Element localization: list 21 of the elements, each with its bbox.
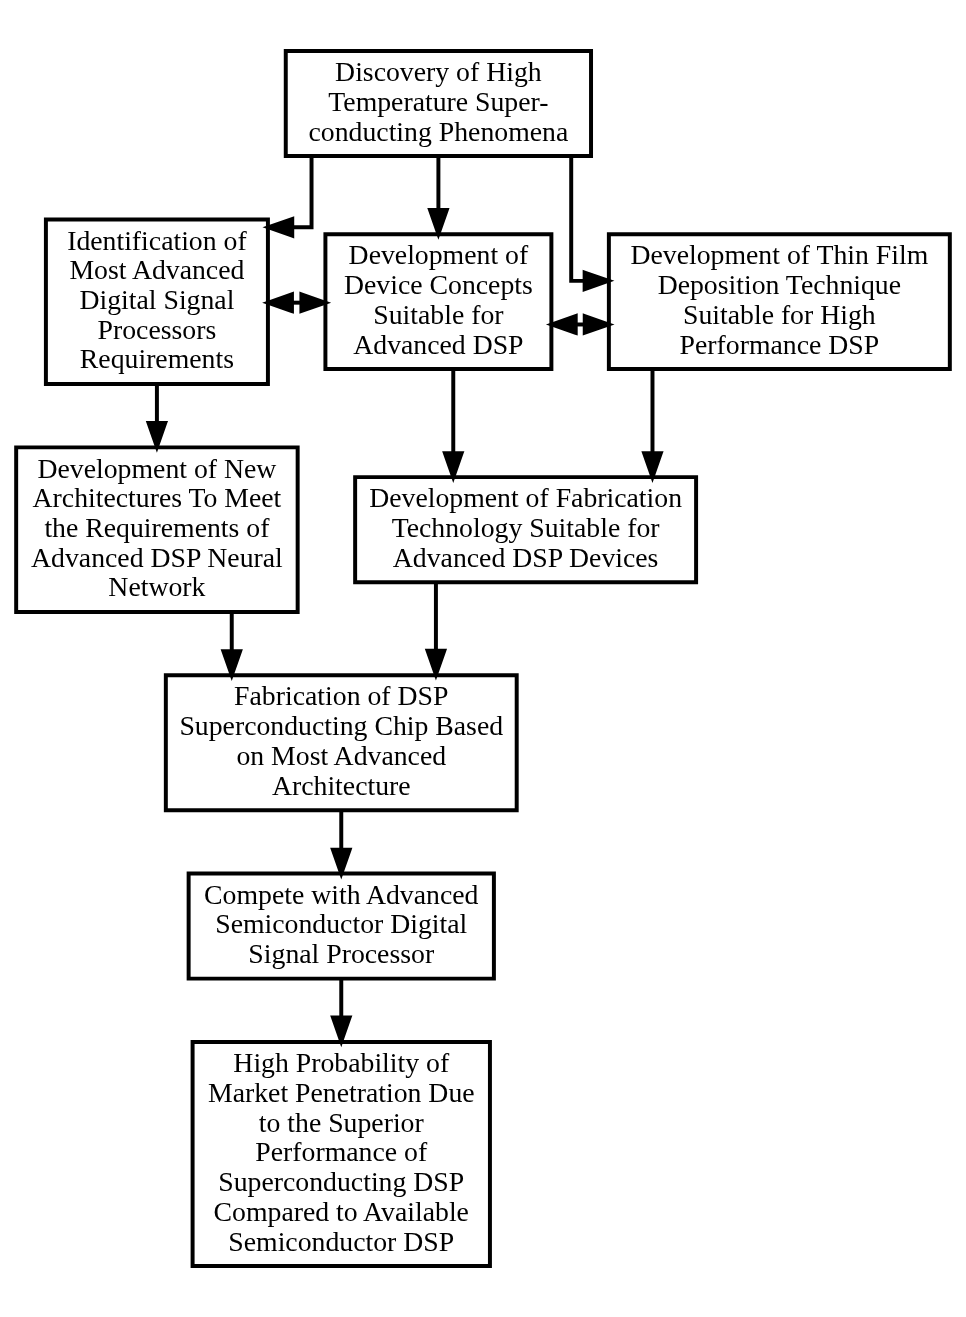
- node-box: Fabrication of DSP Superconducting Chip Based on Most Advanced Architecture: [163, 673, 519, 813]
- arrow: [220, 612, 243, 682]
- node-box: Development of New Architectures To Meet the Requirements of Advanced DSP Neural Network: [14, 445, 300, 614]
- node-box: Compete with Advanced Semiconductor Digital Signal Processor: [186, 871, 496, 981]
- arrow: [330, 979, 353, 1048]
- node-box: Identification of Most Advanced Digital Signal Processors Requirements: [43, 217, 270, 386]
- arrow: [424, 582, 448, 681]
- arrow: [262, 156, 314, 239]
- node-box: High Probability of Market Penetration Due to the Superior Performance of Superconducting DSP Compared to Available Semiconductor DSP: [190, 1040, 492, 1269]
- arrow: [569, 156, 615, 292]
- node-box: Discovery of High Temperature Super- conducting Phenomena: [283, 48, 593, 158]
- arrow: [427, 156, 450, 240]
- arrow: [545, 313, 615, 336]
- arrow: [262, 291, 332, 314]
- arrow: [442, 369, 465, 483]
- arrow: [641, 369, 664, 483]
- node-box: Development of Thin Film Deposition Technique Suitable for High Performance DSP: [606, 232, 952, 372]
- arrow: [145, 384, 169, 453]
- arrow: [330, 810, 353, 880]
- node-box: Development of Fabrication Technology Suitable for Advanced DSP Devices: [353, 475, 699, 585]
- node-box: Development of Device Concepts Suitable for Advanced DSP: [323, 232, 554, 372]
